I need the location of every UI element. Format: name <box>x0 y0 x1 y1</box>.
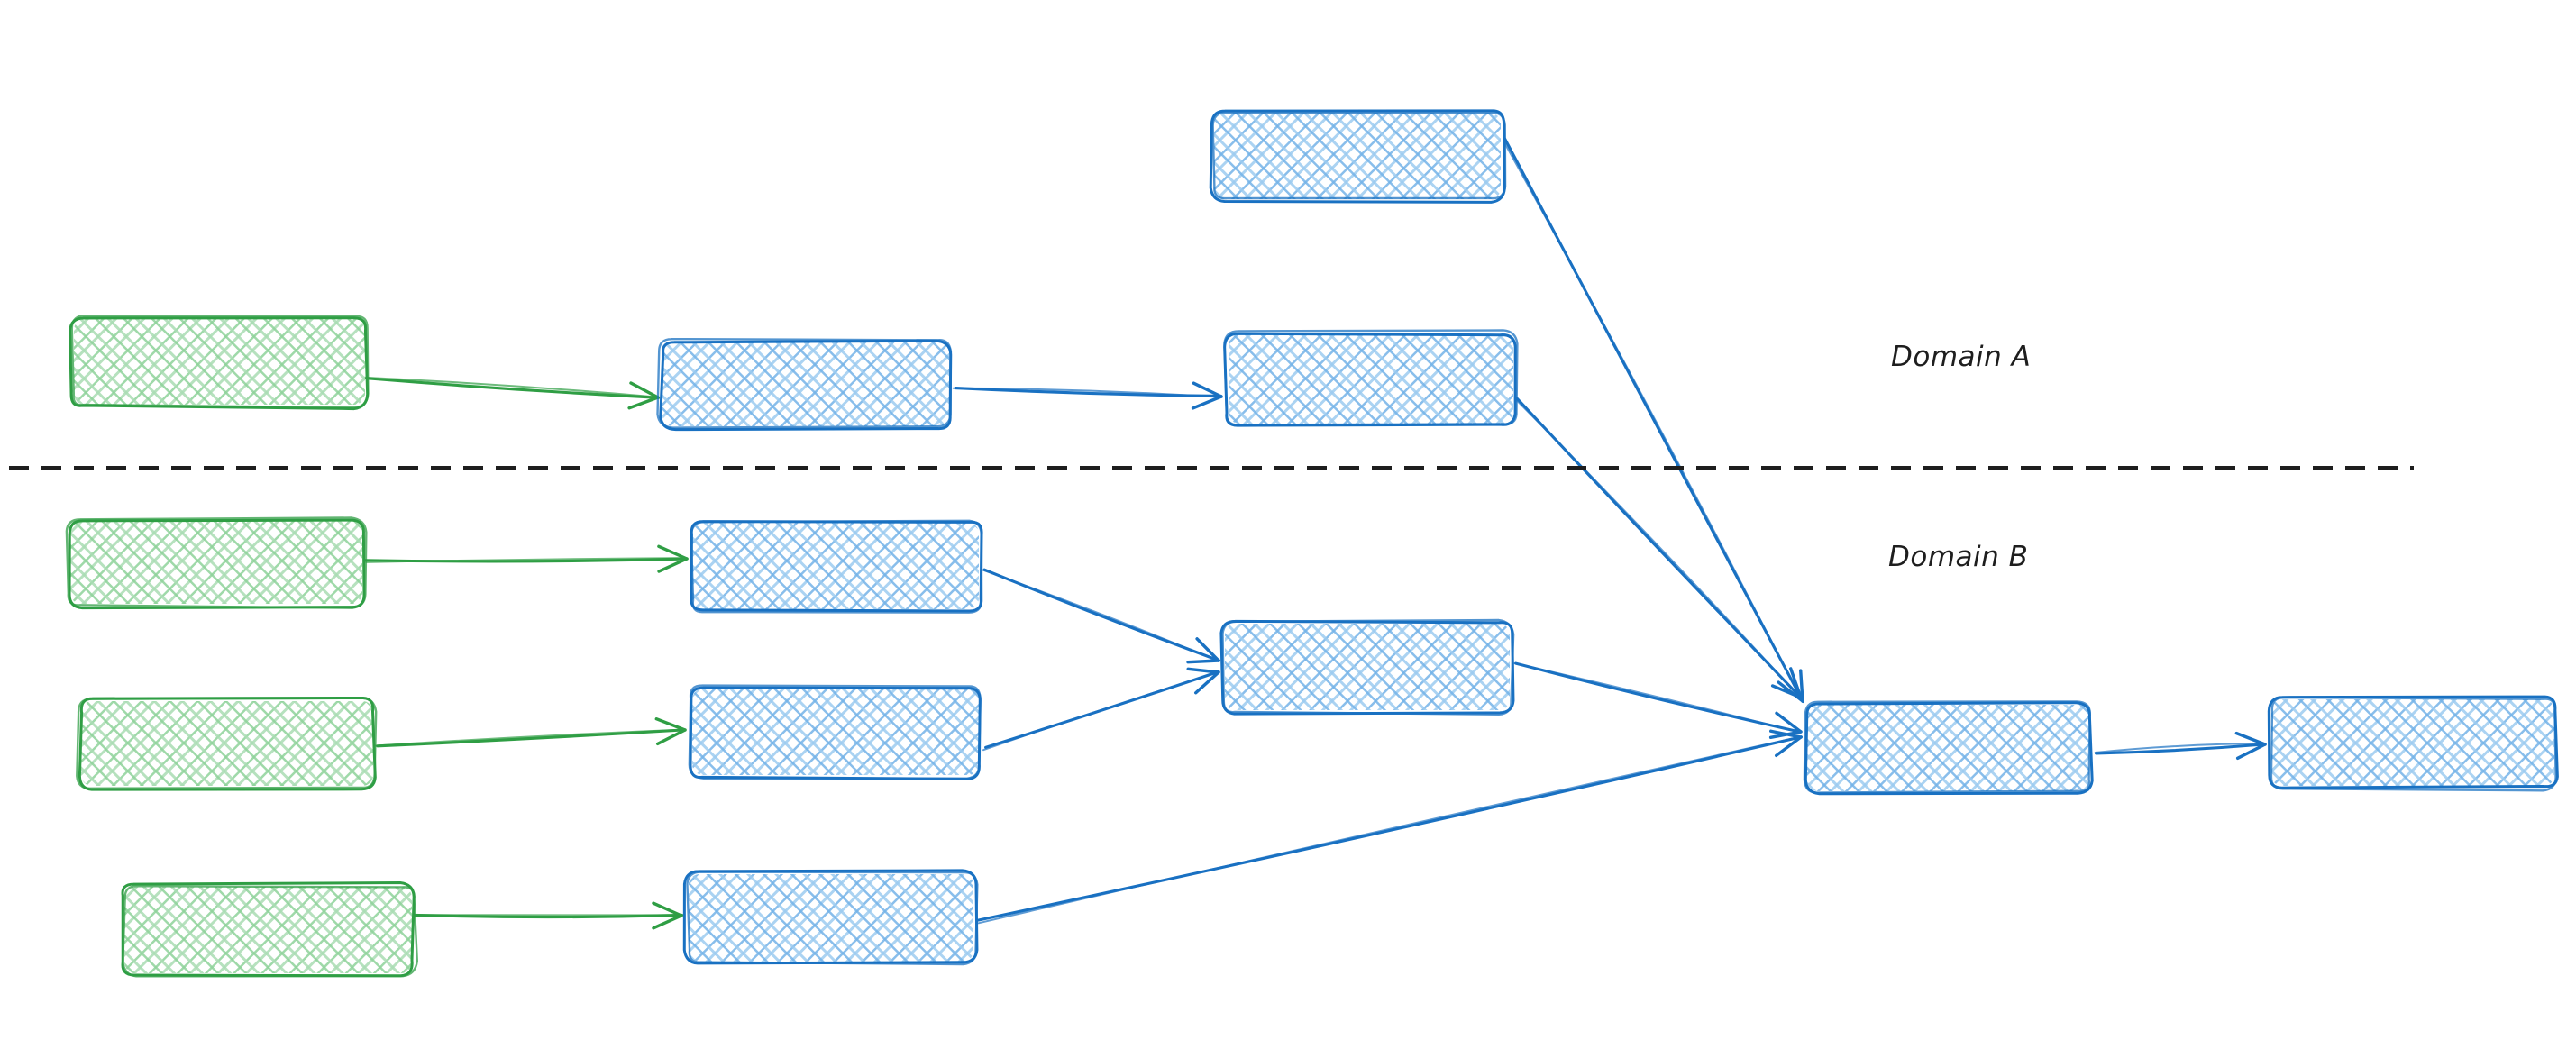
node-box[interactable] <box>688 684 982 780</box>
node-hatch-fill <box>689 874 973 962</box>
arrow-head <box>1770 667 1803 699</box>
node-hatch-fill <box>124 887 412 973</box>
node-outline <box>65 516 368 609</box>
node-box[interactable] <box>69 314 370 411</box>
node-hatch-fill <box>1807 705 2089 791</box>
arrow-head <box>652 901 683 930</box>
edge-stroke-echo <box>1515 398 1803 699</box>
node-hatch-fill <box>1225 624 1510 710</box>
node-box[interactable] <box>1803 700 2094 796</box>
label-domain-b: Domain B <box>1888 541 2029 573</box>
edge-arrow[interactable] <box>952 381 1223 410</box>
node-box[interactable] <box>682 869 979 966</box>
arrow-head <box>1191 381 1223 410</box>
arrow-head <box>627 381 660 410</box>
node-outline <box>2270 696 2557 792</box>
edge-stroke <box>376 728 687 748</box>
node-outline <box>688 684 982 780</box>
nodes-layer <box>65 109 2559 978</box>
edge-stroke-echo <box>977 735 1803 925</box>
edge-arrow[interactable] <box>1513 661 1803 740</box>
node-box[interactable] <box>656 337 953 432</box>
node-hatch-fill <box>692 689 979 775</box>
node-box[interactable] <box>2267 695 2559 792</box>
node-box[interactable] <box>76 696 378 791</box>
label-domain-a: Domain A <box>1891 341 2032 373</box>
edge-arrow[interactable] <box>1515 397 1803 699</box>
node-outline <box>1211 111 1507 200</box>
node-outline <box>656 337 953 429</box>
node-outline <box>690 519 983 614</box>
node-outline <box>686 871 979 966</box>
arrow-head <box>1186 667 1220 695</box>
node-hatch-fill <box>74 319 365 405</box>
edge-stroke-echo <box>364 376 660 398</box>
node-hatch-fill <box>81 701 373 786</box>
edge-stroke <box>2094 743 2267 755</box>
edge-stroke-echo <box>982 670 1220 752</box>
node-box[interactable] <box>65 516 368 610</box>
node-box[interactable] <box>1219 618 1515 716</box>
node-hatch-fill <box>70 521 362 604</box>
node-hatch-fill <box>1229 334 1513 424</box>
node-outline <box>122 885 419 978</box>
arrow-head <box>657 544 689 573</box>
edge-stroke-echo <box>1503 140 1804 703</box>
edge-stroke-echo <box>2094 743 2267 754</box>
node-hatch-fill <box>2271 699 2554 786</box>
node-outline <box>1803 700 2091 794</box>
node-box[interactable] <box>1209 109 1507 204</box>
arrow-head <box>1186 637 1220 664</box>
node-box[interactable] <box>1223 329 1519 427</box>
edge-stroke-echo <box>365 557 688 563</box>
edge-arrow[interactable] <box>362 544 689 573</box>
edge-stroke <box>413 913 684 919</box>
node-outline <box>76 697 378 789</box>
edge-arrow[interactable] <box>412 901 684 930</box>
edge-stroke <box>977 735 1803 922</box>
edge-arrow[interactable] <box>364 376 661 410</box>
node-hatch-fill <box>662 342 949 426</box>
edge-stroke-echo <box>982 569 1220 662</box>
edge-arrow[interactable] <box>1503 137 1804 703</box>
edge-arrow[interactable] <box>982 667 1220 752</box>
node-outline <box>1221 618 1515 716</box>
arrow-head <box>2234 731 2267 761</box>
edge-stroke-echo <box>374 728 687 747</box>
edge-arrow[interactable] <box>2094 731 2267 761</box>
edges-layer <box>362 137 2267 930</box>
arrow-head <box>1768 729 1803 758</box>
node-outline <box>70 314 370 409</box>
edge-arrow[interactable] <box>374 716 687 748</box>
node-hatch-fill <box>1214 113 1501 199</box>
edge-stroke <box>365 377 661 399</box>
node-hatch-fill <box>692 523 979 609</box>
edge-arrow[interactable] <box>982 568 1221 664</box>
node-outline <box>1223 329 1519 426</box>
edge-arrow[interactable] <box>977 729 1803 925</box>
node-box[interactable] <box>121 880 419 978</box>
edge-stroke-echo <box>952 387 1223 398</box>
edge-stroke-echo <box>1513 662 1802 734</box>
arrow-head <box>654 716 687 746</box>
node-box[interactable] <box>690 519 983 614</box>
